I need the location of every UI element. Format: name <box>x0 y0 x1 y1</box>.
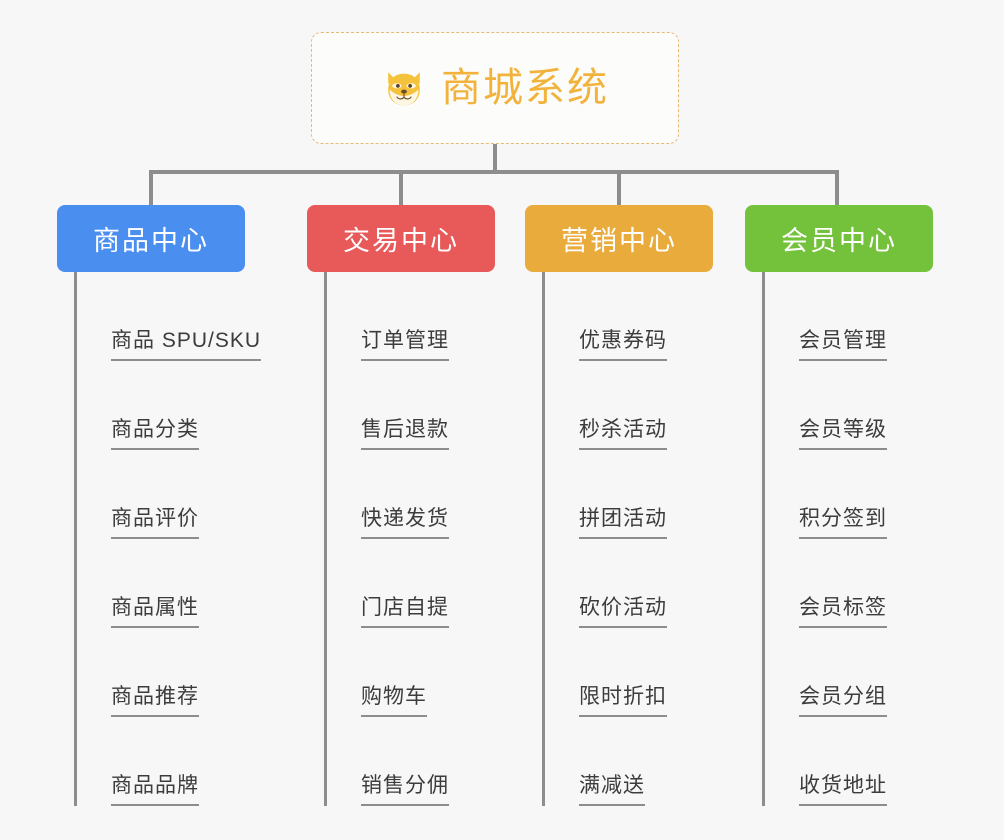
leaf-list-4: 会员管理 会员等级 积分签到 会员标签 会员分组 收货地址 <box>762 272 933 806</box>
list-item[interactable]: 秒杀活动 <box>545 361 713 450</box>
category-column-1: 商品中心 商品 SPU/SKU 商品分类 商品评价 商品属性 商品推荐 商品品牌 <box>57 205 262 806</box>
leaf-label: 快递发货 <box>361 508 449 539</box>
list-item[interactable]: 售后退款 <box>327 361 495 450</box>
leaf-label: 会员分组 <box>799 686 887 717</box>
leaf-list-1: 商品 SPU/SKU 商品分类 商品评价 商品属性 商品推荐 商品品牌 <box>74 272 262 806</box>
list-item[interactable]: 快递发货 <box>327 450 495 539</box>
list-item[interactable]: 门店自提 <box>327 539 495 628</box>
list-item[interactable]: 会员分组 <box>765 628 933 717</box>
list-item[interactable]: 会员管理 <box>765 272 933 361</box>
list-item[interactable]: 订单管理 <box>327 272 495 361</box>
list-item[interactable]: 销售分佣 <box>327 717 495 806</box>
leaf-label: 购物车 <box>361 686 427 717</box>
leaf-label: 商品品牌 <box>111 775 199 806</box>
connector-drop-2 <box>399 170 403 206</box>
category-label-1: 商品中心 <box>93 226 209 256</box>
list-item[interactable]: 收货地址 <box>765 717 933 806</box>
leaf-label: 满减送 <box>579 775 645 806</box>
list-item[interactable]: 积分签到 <box>765 450 933 539</box>
list-item[interactable]: 商品 SPU/SKU <box>77 272 262 361</box>
category-header-3[interactable]: 营销中心 <box>525 205 713 272</box>
list-item[interactable]: 商品分类 <box>77 361 261 450</box>
leaf-list-3: 优惠券码 秒杀活动 拼团活动 砍价活动 限时折扣 满减送 <box>542 272 713 806</box>
leaf-label: 限时折扣 <box>579 686 667 717</box>
leaf-label: 销售分佣 <box>361 775 449 806</box>
list-item[interactable]: 会员标签 <box>765 539 933 628</box>
list-item[interactable]: 购物车 <box>327 628 495 717</box>
connector-root-stem <box>493 144 497 172</box>
leaf-label: 积分签到 <box>799 508 887 539</box>
leaf-label: 会员等级 <box>799 419 887 450</box>
list-item[interactable]: 砍价活动 <box>545 539 713 628</box>
shiba-dog-face-icon <box>388 72 420 106</box>
leaf-label: 售后退款 <box>361 419 449 450</box>
category-column-2: 交易中心 订单管理 售后退款 快递发货 门店自提 购物车 销售分佣 <box>307 205 495 806</box>
connector-horizontal-bar <box>149 170 839 174</box>
category-column-4: 会员中心 会员管理 会员等级 积分签到 会员标签 会员分组 收货地址 <box>745 205 933 806</box>
list-item[interactable]: 商品推荐 <box>77 628 261 717</box>
category-column-3: 营销中心 优惠券码 秒杀活动 拼团活动 砍价活动 限时折扣 满减送 <box>525 205 713 806</box>
list-item[interactable]: 优惠券码 <box>545 272 713 361</box>
category-label-2: 交易中心 <box>343 226 459 256</box>
leaf-label: 门店自提 <box>361 597 449 628</box>
leaf-label: 商品评价 <box>111 508 199 539</box>
leaf-label: 商品属性 <box>111 597 199 628</box>
list-item[interactable]: 满减送 <box>545 717 713 806</box>
leaf-label: 会员标签 <box>799 597 887 628</box>
leaf-label: 秒杀活动 <box>579 419 667 450</box>
leaf-label: 商品分类 <box>111 419 199 450</box>
leaf-label: 收货地址 <box>799 775 887 806</box>
leaf-label: 订单管理 <box>361 330 449 361</box>
category-header-4[interactable]: 会员中心 <box>745 205 933 272</box>
connector-drop-1 <box>149 170 153 206</box>
leaf-list-2: 订单管理 售后退款 快递发货 门店自提 购物车 销售分佣 <box>324 272 495 806</box>
connector-drop-3 <box>617 170 621 206</box>
leaf-label: 商品推荐 <box>111 686 199 717</box>
leaf-label: 砍价活动 <box>579 597 667 628</box>
category-header-2[interactable]: 交易中心 <box>307 205 495 272</box>
list-item[interactable]: 会员等级 <box>765 361 933 450</box>
leaf-label: 会员管理 <box>799 330 887 361</box>
list-item[interactable]: 商品评价 <box>77 450 261 539</box>
list-item[interactable]: 商品属性 <box>77 539 261 628</box>
leaf-label: 商品 SPU/SKU <box>111 330 262 361</box>
root-node[interactable]: 商城系统 <box>311 32 679 144</box>
category-label-4: 会员中心 <box>781 226 897 256</box>
leaf-label: 拼团活动 <box>579 508 667 539</box>
root-title: 商城系统 <box>441 66 609 110</box>
category-header-1[interactable]: 商品中心 <box>57 205 245 272</box>
connector-drop-4 <box>835 170 839 206</box>
list-item[interactable]: 商品品牌 <box>77 717 261 806</box>
list-item[interactable]: 限时折扣 <box>545 628 713 717</box>
list-item[interactable]: 拼团活动 <box>545 450 713 539</box>
category-label-3: 营销中心 <box>561 226 677 256</box>
leaf-label: 优惠券码 <box>579 330 667 361</box>
